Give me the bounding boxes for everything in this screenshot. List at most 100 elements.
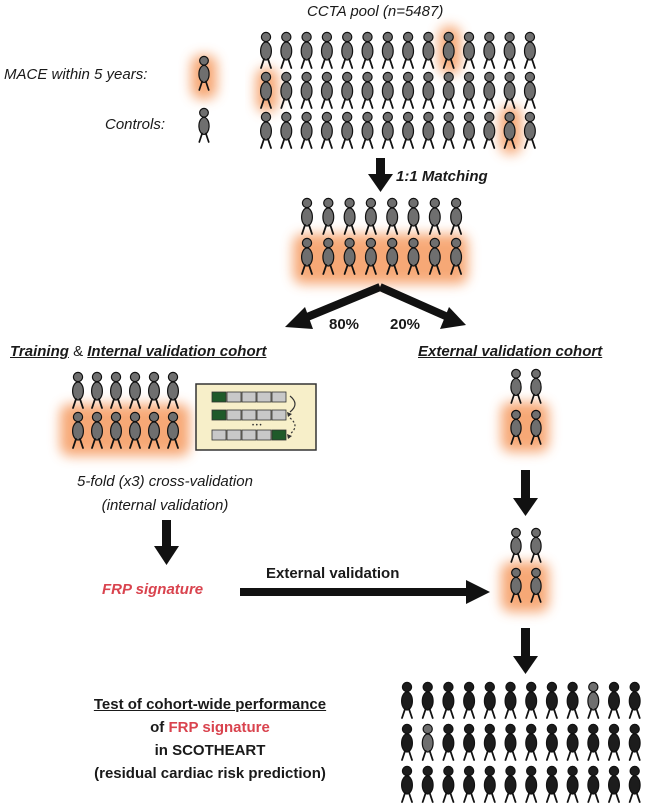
pool-person-icon — [463, 111, 476, 149]
pool-title: CCTA pool (n=5487) — [307, 3, 444, 20]
training-person-icon — [71, 411, 84, 449]
pool-person-icon — [503, 31, 516, 69]
legend-mace-person-icon — [198, 55, 210, 91]
pool-person-icon — [463, 71, 476, 109]
cross-validation-panel: • • • — [195, 383, 317, 451]
fold-cell — [211, 409, 227, 421]
pool-person-icon — [442, 71, 455, 109]
scotheart-person-icon — [525, 681, 538, 719]
matched-person-icon — [386, 237, 399, 275]
external-person-icon — [510, 409, 522, 445]
scotheart-person-icon — [504, 723, 517, 761]
training-title-amp: & — [68, 343, 88, 360]
scotheart-person-icon — [421, 765, 434, 803]
pool-person-icon — [341, 31, 354, 69]
scotheart-person-icon — [566, 765, 579, 803]
matched-person-icon — [364, 237, 377, 275]
scotheart-person-icon — [545, 765, 558, 803]
pool-person-icon — [523, 71, 536, 109]
fold-cell — [241, 391, 257, 403]
pool-person-icon — [402, 111, 415, 149]
pool-person-icon — [320, 71, 333, 109]
external-title: External validation cohort — [418, 343, 603, 360]
fold-cell — [256, 391, 272, 403]
scotheart-person-icon — [401, 681, 414, 719]
pool-person-icon — [300, 111, 313, 149]
scotheart-person-icon — [525, 765, 538, 803]
pool-person-icon — [503, 71, 516, 109]
pool-person-icon — [361, 111, 374, 149]
external-validation-label: External validation — [266, 565, 400, 582]
scotheart-person-icon — [504, 765, 517, 803]
external-mace-highlight — [501, 402, 549, 452]
pool-person-icon — [422, 71, 435, 109]
pool-person-icon — [300, 71, 313, 109]
training-person-icon — [167, 411, 180, 449]
scotheart-person-icon — [442, 681, 455, 719]
external-person-icon — [530, 409, 542, 445]
pool-person-icon — [442, 111, 455, 149]
training-person-icon — [129, 411, 142, 449]
matched-mace-highlight — [293, 234, 468, 284]
scotheart-person-icon — [628, 681, 641, 719]
scotheart-person-icon — [442, 723, 455, 761]
pool-person-icon — [320, 31, 333, 69]
cv-caption: 5-fold (x3) cross-validation (internal v… — [40, 470, 290, 518]
matched-person-icon — [322, 237, 335, 275]
scotheart-person-icon — [545, 723, 558, 761]
pool-person-icon — [381, 71, 394, 109]
fold-cell — [211, 391, 227, 403]
training-person-icon — [71, 371, 84, 409]
scotheart-person-icon — [607, 723, 620, 761]
pool-person-icon — [260, 71, 273, 109]
external-person-icon — [510, 368, 522, 404]
scotheart-person-icon — [545, 681, 558, 719]
arrow-external-validation — [240, 580, 490, 604]
fold-cell — [256, 409, 272, 421]
arrow-pool-to-matched — [368, 158, 393, 192]
training-title-training: Training — [10, 343, 69, 360]
matched-person-icon — [428, 197, 441, 235]
cv-caption-line2: (internal validation) — [101, 497, 229, 514]
test-line2-prefix: of — [150, 719, 169, 736]
fold-cell — [226, 391, 242, 403]
fold-cell — [241, 429, 257, 441]
pool-person-icon — [381, 111, 394, 149]
pool-person-icon — [280, 71, 293, 109]
legend-controls-label: Controls: — [105, 116, 166, 133]
training-title-internal: Internal validation cohort — [87, 343, 267, 360]
pool-person-icon — [341, 71, 354, 109]
test-caption: Test of cohort-wide performance of FRP s… — [40, 693, 380, 785]
scotheart-person-icon — [607, 681, 620, 719]
fold-cell — [226, 409, 242, 421]
pool-person-icon — [381, 31, 394, 69]
split-left-percent: 80% — [329, 316, 360, 333]
fold-cell — [271, 409, 287, 421]
matched-person-icon — [407, 197, 420, 235]
legend-control-person-icon — [198, 107, 210, 143]
training-person-icon — [129, 371, 142, 409]
pool-person-icon — [422, 31, 435, 69]
pool-person-icon — [483, 71, 496, 109]
scotheart-person-icon — [483, 723, 496, 761]
pool-person-icon — [523, 111, 536, 149]
matched-person-icon — [450, 237, 463, 275]
matched-person-icon — [428, 237, 441, 275]
matched-person-icon — [407, 237, 420, 275]
external-person-icon — [530, 368, 542, 404]
pool-person-icon — [442, 31, 455, 69]
training-person-icon — [90, 411, 103, 449]
pool-person-icon — [361, 31, 374, 69]
training-person-icon — [90, 371, 103, 409]
scotheart-person-icon — [463, 765, 476, 803]
fold-cell — [226, 429, 242, 441]
pool-person-icon — [402, 71, 415, 109]
pool-person-icon — [422, 111, 435, 149]
legend-mace-label: MACE within 5 years: — [4, 66, 148, 83]
split-right-percent: 20% — [390, 316, 421, 333]
training-person-icon — [148, 411, 161, 449]
external-person-icon — [530, 527, 542, 563]
pool-person-icon — [523, 31, 536, 69]
scotheart-person-icon — [483, 681, 496, 719]
